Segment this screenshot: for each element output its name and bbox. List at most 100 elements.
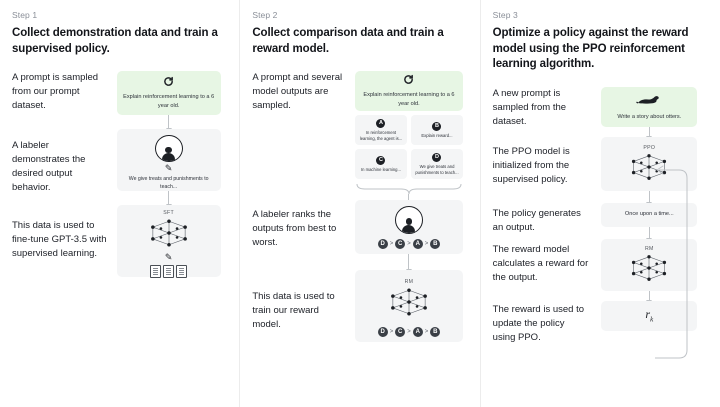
step-1-row-3: This data is used to fine-tune GPT-3.5 w… <box>10 205 229 278</box>
step-3-row-5-description: The reward is used to update the policy … <box>492 303 585 343</box>
neural-net-icon <box>147 218 191 253</box>
step-1-row-3-description: This data is used to fine-tune GPT-3.5 w… <box>12 220 107 260</box>
step-1-label: Step 1 <box>12 10 38 20</box>
prompt-text: Explain reinforcement learning to a 6 ye… <box>123 94 215 109</box>
prompt-card: Explain reinforcement learning to a 6 ye… <box>354 71 463 112</box>
step-3-row-1-art: Write a story about otters. <box>589 86 710 140</box>
output-option-b: B Explain reward... <box>410 115 463 146</box>
step-1-row-2-description: A labeler demonstrates the desired outpu… <box>12 140 86 194</box>
step-2-title: Collect comparison data and train a rewa… <box>252 27 444 55</box>
output-option-d: D We give treats and punishments to teac… <box>410 149 463 180</box>
step-1-rows: A prompt is sampled from our prompt data… <box>10 71 229 278</box>
option-text: We give treats and punishments to teach.… <box>415 163 459 175</box>
rank-item: C <box>395 327 406 338</box>
step-3-row-2-description: The PPO model is initialized from the su… <box>492 145 570 185</box>
step-3-label: Step 3 <box>492 10 518 20</box>
reward-symbol: r <box>645 307 651 322</box>
step-1-row-2: A labeler demonstrates the desired outpu… <box>10 129 229 209</box>
option-text: In reinforcement learning, the agent is.… <box>359 129 403 141</box>
step-1-row-1-description: A prompt is sampled from our prompt data… <box>12 72 99 112</box>
rank-item: A <box>412 238 423 249</box>
rank-item: D <box>377 238 388 249</box>
rank-item: B <box>430 327 441 338</box>
rm-model-card: RM <box>601 238 698 291</box>
output-option-a: A In reinforcement learning, the agent i… <box>354 115 407 146</box>
rank-separator: > <box>424 240 429 247</box>
prompt-card: Explain reinforcement learning to a 6 ye… <box>116 71 221 116</box>
model-outputs-grid: A In reinforcement learning, the agent i… <box>354 115 463 180</box>
rm-tag: RM <box>644 245 654 252</box>
step-3-row-4-description: The reward model calculates a reward for… <box>492 243 589 283</box>
person-icon <box>394 205 423 234</box>
step-2-column: Step 2 Collect comparison data and train… <box>239 0 479 407</box>
rank-item: D <box>377 327 388 338</box>
step-1-row-2-art: ✎ We give treats and punishments to teac… <box>108 129 229 209</box>
ppo-tag: PPO <box>643 144 656 151</box>
step-2-row-1-art: Explain reinforcement learning to a 6 ye… <box>348 71 469 206</box>
step-2-row-3-art: RM <box>348 270 469 343</box>
ppo-model-card: PPO <box>601 136 698 191</box>
ranking-row: D > C > A > B <box>377 238 441 249</box>
step-3-row-3-description: The policy generates an output. <box>492 207 581 233</box>
option-letter: C <box>376 155 386 165</box>
policy-output-card: Once upon a time... <box>601 202 698 227</box>
option-text: In machine learning... <box>360 166 401 172</box>
grouping-brace <box>355 182 463 195</box>
prompt-text: Write a story about otters. <box>617 113 682 120</box>
step-3-rows: A new prompt is sampled from the dataset… <box>491 86 710 345</box>
ranker-card: D > C > A > B <box>354 200 463 255</box>
otter-icon <box>636 92 662 110</box>
step-3-row-1-description: A new prompt is sampled from the dataset… <box>492 87 567 127</box>
step-3-row-2-art: PPO <box>589 136 710 206</box>
sft-tag: SFT <box>163 209 174 216</box>
rank-separator: > <box>389 240 394 247</box>
option-text: Explain reward... <box>421 132 453 138</box>
step-3-row-4-art: RM <box>589 238 710 304</box>
neural-net-icon <box>628 254 670 287</box>
step-2-row-2: A labeler ranks the outputs from best to… <box>250 200 469 274</box>
step-3-row-1: A new prompt is sampled from the dataset… <box>491 86 710 140</box>
prompt-card: Write a story about otters. <box>601 86 698 127</box>
option-letter: A <box>376 118 386 128</box>
step-3-title: Optimize a policy against the reward mod… <box>492 27 689 71</box>
step-2-row-1-description: A prompt and several model outputs are s… <box>252 72 343 112</box>
refresh-icon <box>163 76 174 90</box>
documents-icon <box>150 264 188 278</box>
prompt-text: Explain reinforcement learning to a 6 ye… <box>363 92 455 107</box>
step-2-label: Step 2 <box>252 10 278 20</box>
document-icon <box>150 264 162 278</box>
step-1-row-3-art: SFT <box>108 205 229 278</box>
step-3-row-4: The reward model calculates a reward for… <box>491 238 710 304</box>
step-1-row-1: A prompt is sampled from our prompt data… <box>10 71 229 133</box>
step-2-rows: A prompt and several model outputs are s… <box>250 71 469 343</box>
policy-output-text: Once upon a time... <box>624 211 674 218</box>
step-3-row-3: The policy generates an output. Once upo… <box>491 202 710 242</box>
step-1-column: Step 1 Collect demonstration data and tr… <box>0 0 239 407</box>
rank-item: B <box>430 238 441 249</box>
rank-item: A <box>412 327 423 338</box>
sft-model-card: SFT <box>116 205 221 278</box>
labeler-card: ✎ We give treats and punishments to teac… <box>116 129 221 192</box>
step-1-row-1-art: Explain reinforcement learning to a 6 ye… <box>108 71 229 133</box>
document-icon <box>163 264 175 278</box>
labeler-caption: We give treats and punishments to teach.… <box>128 176 209 190</box>
person-icon <box>154 135 183 163</box>
step-3-row-5-art: rk <box>589 300 710 331</box>
document-icon <box>176 264 188 278</box>
output-option-c: C In machine learning... <box>354 149 407 180</box>
pen-icon: ✎ <box>164 163 173 174</box>
rank-separator: > <box>407 329 411 336</box>
ranking-row: D > C > A > B <box>377 327 441 338</box>
step-3-row-5: The reward is used to update the policy … <box>491 300 710 345</box>
option-letter: D <box>432 152 442 162</box>
step-2-row-2-art: D > C > A > B <box>348 200 469 274</box>
neural-net-icon <box>628 153 670 186</box>
step-3-row-2: The PPO model is initialized from the su… <box>491 136 710 206</box>
refresh-icon <box>403 74 414 88</box>
rank-item: C <box>395 238 406 249</box>
step-3-column: Step 3 Optimize a policy against the rew… <box>479 0 720 407</box>
step-2-row-2-description: A labeler ranks the outputs from best to… <box>252 209 337 249</box>
pen-icon: ✎ <box>164 251 173 262</box>
rank-separator: > <box>389 329 394 336</box>
